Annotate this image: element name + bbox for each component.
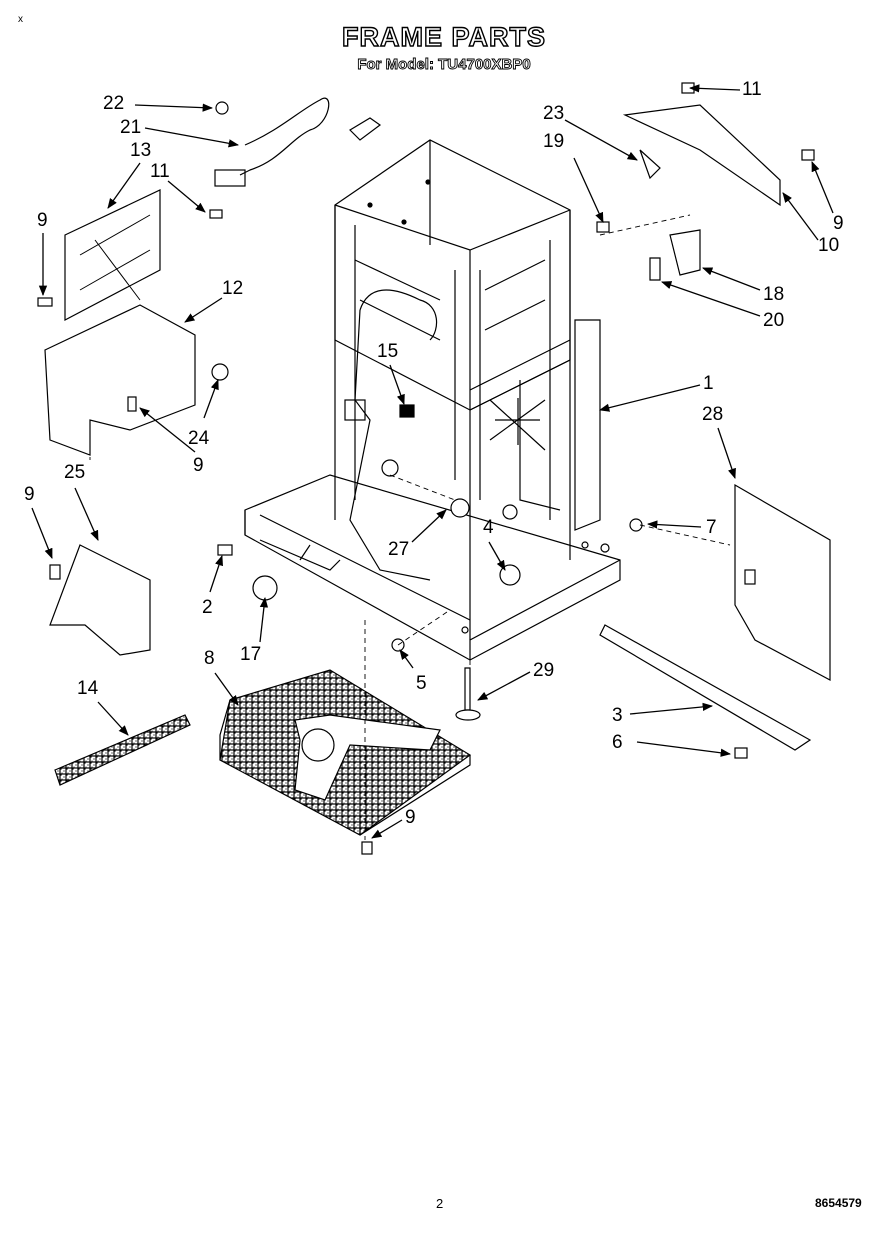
callout-25: 25 (64, 462, 86, 483)
callout-11-left: 11 (150, 161, 170, 182)
side-panel (734, 483, 831, 681)
back-panel (64, 189, 161, 321)
callout-27: 27 (388, 539, 410, 560)
callout-14: 14 (77, 678, 99, 699)
page-number: 2 (436, 1196, 444, 1211)
side-panel-slot (744, 569, 756, 585)
callout-1: 1 (703, 373, 714, 394)
base-rail (599, 624, 812, 751)
page-title: FRAME PARTS (341, 21, 546, 52)
insulation-strip (54, 714, 191, 786)
callout-5: 5 (416, 673, 427, 694)
document-code: 8654579 (815, 1196, 862, 1210)
callout-19: 19 (543, 131, 565, 152)
callout-13: 13 (130, 140, 152, 161)
callout-24: 24 (188, 428, 210, 449)
callout-21: 21 (120, 117, 142, 138)
callout-6: 6 (612, 732, 623, 753)
callout-17: 17 (240, 644, 262, 665)
frame-base (244, 474, 621, 661)
cord-plug (214, 169, 246, 187)
base-pan (219, 669, 472, 836)
callout-28: 28 (702, 404, 724, 425)
callout-9-lower-left: 9 (24, 484, 35, 505)
callout-9-bottom: 9 (405, 807, 416, 828)
callout-3: 3 (612, 705, 623, 726)
callout-4: 4 (483, 517, 494, 538)
callout-9-middle-left: 9 (193, 455, 204, 476)
callout-12: 12 (222, 278, 244, 299)
callout-15: 15 (377, 341, 399, 362)
alignment-lines (89, 214, 731, 840)
access-bracket (49, 544, 151, 656)
callout-18: 18 (763, 284, 785, 305)
callout-2: 2 (202, 597, 213, 618)
callout-20: 20 (763, 310, 785, 331)
callout-9-upper-left: 9 (37, 210, 48, 231)
main-frame (334, 139, 601, 640)
power-cord (239, 97, 330, 176)
callout-9-right: 9 (833, 213, 844, 234)
callout-10: 10 (818, 235, 840, 256)
access-cover (44, 304, 196, 456)
callout-29: 29 (533, 660, 555, 681)
top-bracket (622, 104, 781, 207)
callout-11-right: 11 (742, 79, 762, 100)
callout-23: 23 (543, 103, 565, 124)
callout-7: 7 (706, 517, 717, 538)
corner-mark: x (18, 14, 23, 25)
callout-leaders (31, 84, 834, 839)
callout-8: 8 (204, 648, 215, 669)
callout-22: 22 (103, 93, 125, 114)
hardware (37, 82, 815, 855)
model-subtitle: For Model: TU4700XBP0 (357, 56, 531, 74)
cord-end (349, 117, 382, 141)
